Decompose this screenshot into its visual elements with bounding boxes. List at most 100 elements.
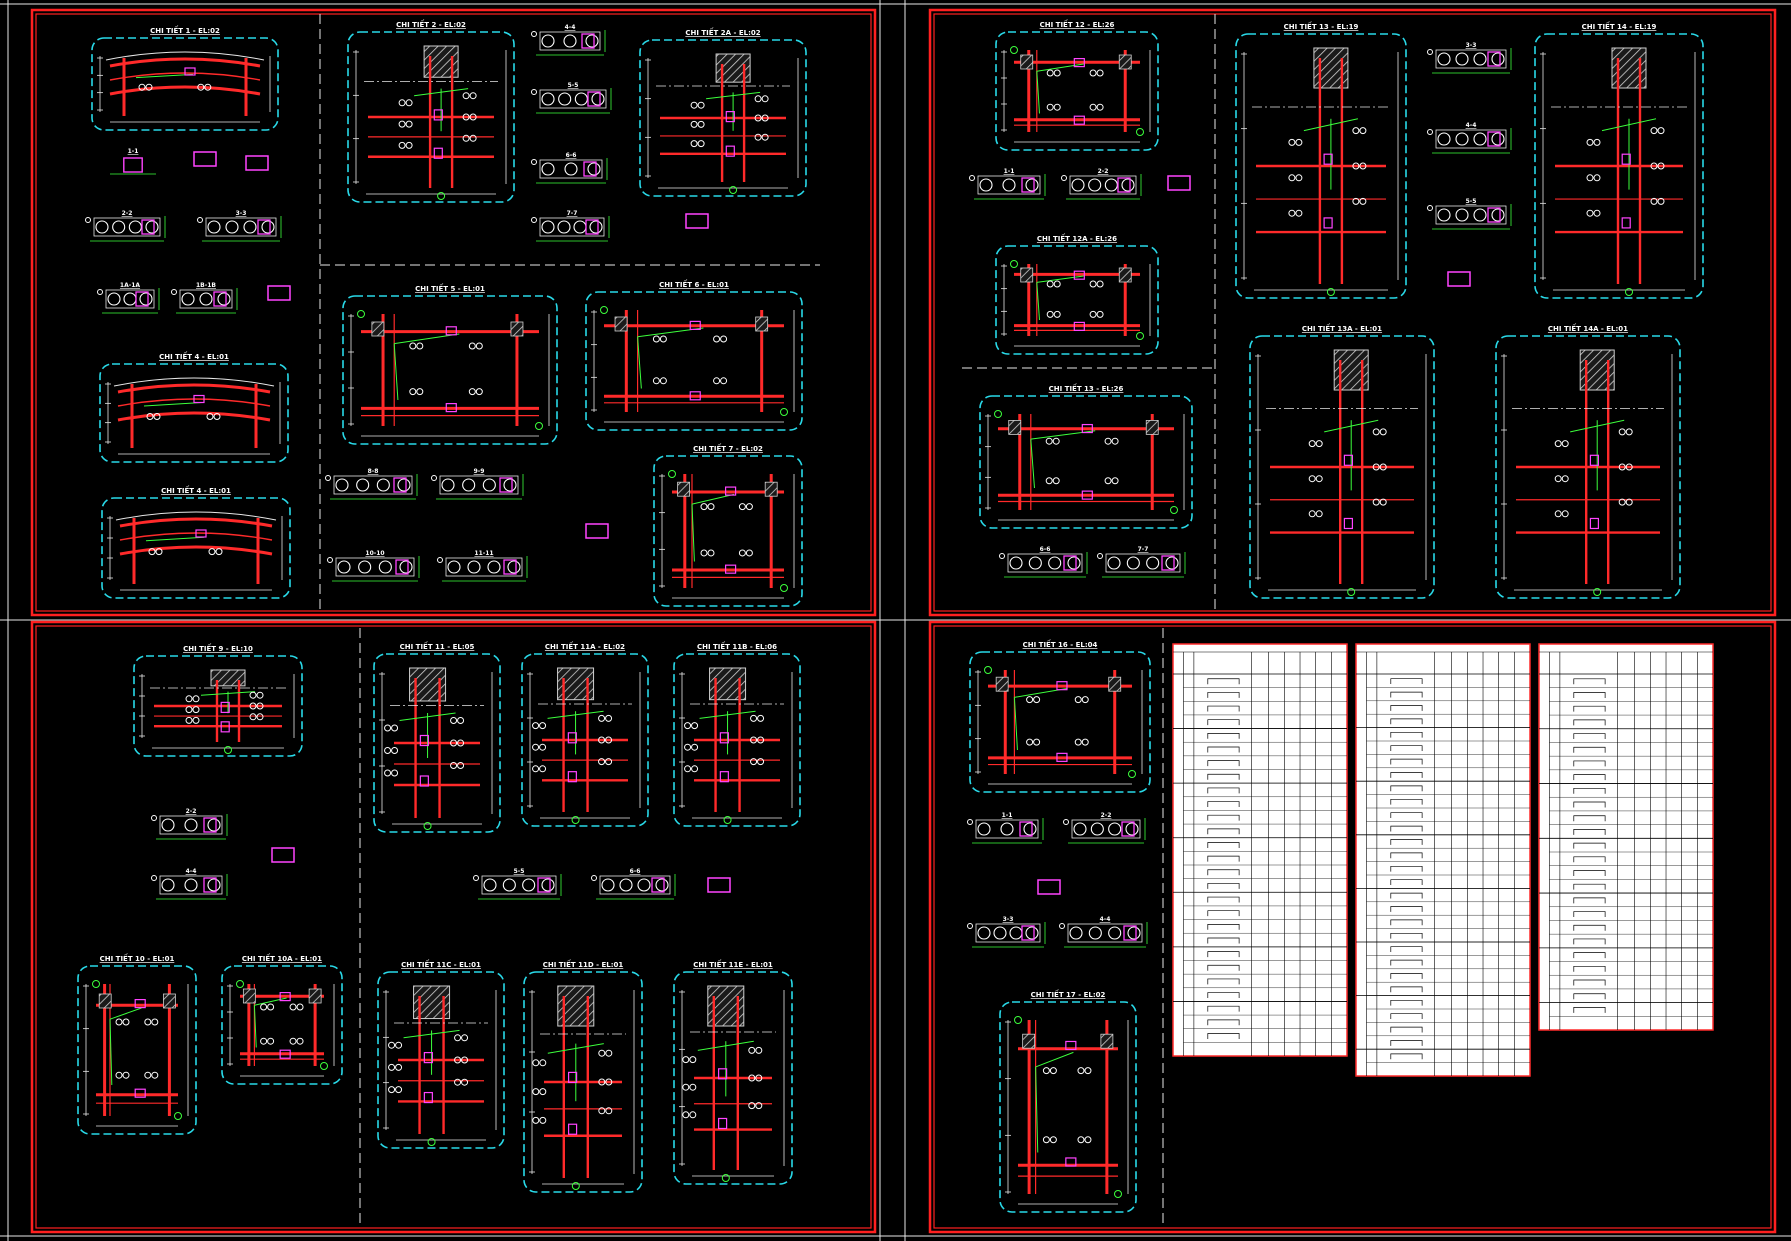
detail-drawing[interactable]: CHI TIẾT 11 - EL:05 bbox=[373, 641, 501, 833]
stirrup bbox=[1073, 321, 1085, 331]
detail-drawing[interactable]: CHI TIẾT 17 - EL:02 bbox=[999, 989, 1137, 1213]
concrete-hatch bbox=[1100, 1033, 1114, 1049]
section-cut[interactable]: 1A-1A bbox=[97, 282, 160, 314]
detail-drawing[interactable]: CHI TIẾT 7 - EL:02 bbox=[653, 443, 803, 607]
detail-drawing[interactable]: CHI TIẾT 9 - EL:10 bbox=[133, 643, 303, 757]
grid-bubble bbox=[780, 408, 788, 416]
rebar-tag-bubble bbox=[1089, 310, 1097, 318]
detail-drawing[interactable]: CHI TIẾT 2 - EL:02 bbox=[347, 19, 515, 203]
concrete-hatch bbox=[677, 481, 690, 497]
section-outline bbox=[1105, 553, 1181, 573]
section-cut[interactable]: 1B-1B bbox=[171, 282, 238, 314]
detail-drawing[interactable]: CHI TIẾT 11A - EL:02 bbox=[521, 641, 649, 827]
section-cut[interactable]: 1-1 bbox=[969, 168, 1046, 200]
section-cut[interactable]: 5-5 bbox=[1427, 198, 1512, 230]
detail-drawing[interactable]: CHI TIẾT 11D - EL:01 bbox=[523, 959, 643, 1193]
rebar-tag-bubble bbox=[539, 1088, 547, 1096]
detail-drawing[interactable]: CHI TIẾT 10A - EL:01 bbox=[221, 953, 343, 1085]
section-cut[interactable]: 5-5 bbox=[473, 868, 562, 900]
table-background bbox=[1172, 643, 1348, 1057]
section-outline bbox=[1067, 923, 1143, 943]
detail-drawing[interactable]: CHI TIẾT 14 - EL:19 bbox=[1534, 21, 1704, 299]
section-cut[interactable]: 7-7 bbox=[1097, 546, 1186, 578]
detail-title: CHI TIẾT 16 - EL:04 bbox=[1023, 639, 1098, 649]
detail-drawing[interactable]: CHI TIẾT 4 - EL:01 bbox=[99, 351, 289, 463]
drawing-sheet-4[interactable] bbox=[928, 620, 1777, 1234]
rebar-tag-bubble bbox=[1089, 69, 1097, 77]
bar-shape-sketch bbox=[1390, 1013, 1423, 1020]
rebar-schedule-table-2[interactable] bbox=[1355, 643, 1531, 1077]
section-label: 1-1 bbox=[1002, 812, 1013, 819]
rebar-tag-bubble bbox=[1618, 463, 1626, 471]
rebar-tag-bubble bbox=[1427, 49, 1433, 55]
rebar-tag-bubble bbox=[197, 83, 205, 91]
section-cut[interactable]: 6-6 bbox=[999, 546, 1088, 578]
detail-drawing[interactable]: CHI TIẾT 13A - EL:01 bbox=[1249, 323, 1435, 599]
detail-title: CHI TIẾT 11C - EL:01 bbox=[401, 959, 481, 969]
drawing-sheet-1[interactable] bbox=[30, 8, 877, 617]
rebar-tag-bubble bbox=[1593, 138, 1601, 146]
section-cut[interactable]: 8-8 bbox=[325, 468, 418, 500]
detail-drawing[interactable]: CHI TIẾT 12 - EL:26 bbox=[995, 19, 1159, 151]
section-cut[interactable]: 2-2 bbox=[1061, 168, 1142, 200]
drawing-sheet-3[interactable] bbox=[30, 620, 877, 1234]
section-cut[interactable]: 4-4 bbox=[151, 868, 228, 900]
section-cut[interactable]: 3-3 bbox=[967, 916, 1046, 948]
drawing-sheet-2[interactable] bbox=[928, 8, 1777, 617]
stirrup-section bbox=[1161, 555, 1175, 571]
section-cut[interactable]: 4-4 bbox=[1427, 122, 1512, 154]
section-cut[interactable]: 4-4 bbox=[531, 24, 606, 56]
detail-drawing[interactable]: CHI TIẾT 6 - EL:01 bbox=[585, 279, 803, 431]
bar-shape-sketch bbox=[1390, 731, 1423, 738]
bar-shape-sketch bbox=[1573, 733, 1606, 740]
section-cut[interactable]: 1-1 bbox=[967, 812, 1044, 844]
section-cut[interactable]: 4-4 bbox=[1059, 916, 1148, 948]
detail-outline bbox=[969, 651, 1151, 793]
rebar-schedule-table-3[interactable] bbox=[1538, 643, 1714, 1031]
detail-drawing[interactable]: CHI TIẾT 12A - EL:26 bbox=[995, 233, 1159, 355]
section-cut[interactable]: 6-6 bbox=[591, 868, 676, 900]
rebar-tag-bubble bbox=[1081, 696, 1089, 704]
section-cut[interactable]: 5-5 bbox=[531, 82, 612, 114]
rebar-curved bbox=[109, 85, 261, 96]
detail-drawing[interactable]: CHI TIẾT 11B - EL:06 bbox=[673, 641, 801, 827]
rebar-tag-bubble bbox=[85, 217, 91, 223]
detail-drawing[interactable]: CHI TIẾT 2A - EL:02 bbox=[639, 27, 807, 197]
detail-drawing[interactable]: CHI TIẾT 13 - EL:19 bbox=[1235, 21, 1407, 299]
section-cut[interactable]: 2-2 bbox=[151, 808, 228, 840]
hollow-core bbox=[573, 220, 587, 234]
section-cut[interactable]: 3-3 bbox=[197, 210, 282, 242]
detail-drawing[interactable]: CHI TIẾT 11C - EL:01 bbox=[377, 959, 505, 1149]
detail-drawing[interactable]: CHI TIẾT 4 - EL:01 bbox=[101, 485, 291, 599]
bar-shape-sketch bbox=[1390, 865, 1423, 872]
section-cut[interactable]: 1-1 bbox=[110, 148, 156, 175]
section-cut[interactable]: 6-6 bbox=[531, 152, 608, 184]
detail-drawing[interactable]: CHI TIẾT 13 - EL:26 bbox=[979, 383, 1193, 529]
bar-shape-sketch bbox=[1390, 718, 1423, 725]
section-cut[interactable]: 2-2 bbox=[85, 210, 166, 242]
detail-drawing[interactable]: CHI TIẾT 1 - EL:02 bbox=[91, 25, 279, 131]
detail-drawing[interactable]: CHI TIẾT 11E - EL:01 bbox=[673, 959, 793, 1185]
section-cut[interactable]: 10-10 bbox=[327, 550, 420, 582]
rebar-schedule-table-1[interactable] bbox=[1172, 643, 1348, 1057]
section-cut[interactable]: 3-3 bbox=[1427, 42, 1512, 74]
section-cut[interactable]: 7-7 bbox=[531, 210, 610, 242]
bar-shape-sketch bbox=[1390, 785, 1423, 792]
detail-drawing[interactable]: CHI TIẾT 16 - EL:04 bbox=[969, 639, 1151, 793]
detail-drawing[interactable]: CHI TIẾT 14A - EL:01 bbox=[1495, 323, 1681, 599]
section-label: 11-11 bbox=[474, 550, 493, 557]
section-cut[interactable]: 9-9 bbox=[431, 468, 524, 500]
leader-line bbox=[1035, 1066, 1039, 1153]
detail-drawing[interactable]: CHI TIẾT 10 - EL:01 bbox=[77, 953, 197, 1135]
rebar-tag-bubble bbox=[461, 1034, 469, 1042]
rebar-tag-bubble bbox=[115, 1071, 123, 1079]
leader-line bbox=[394, 333, 460, 345]
bar-shape-sketch bbox=[1573, 705, 1606, 712]
rebar-tag-bubble bbox=[1046, 69, 1054, 77]
section-cut[interactable]: 2-2 bbox=[1063, 812, 1146, 844]
section-cut[interactable]: 11-11 bbox=[437, 550, 528, 582]
hollow-core bbox=[557, 220, 571, 234]
detail-drawing[interactable]: CHI TIẾT 5 - EL:01 bbox=[342, 283, 558, 445]
